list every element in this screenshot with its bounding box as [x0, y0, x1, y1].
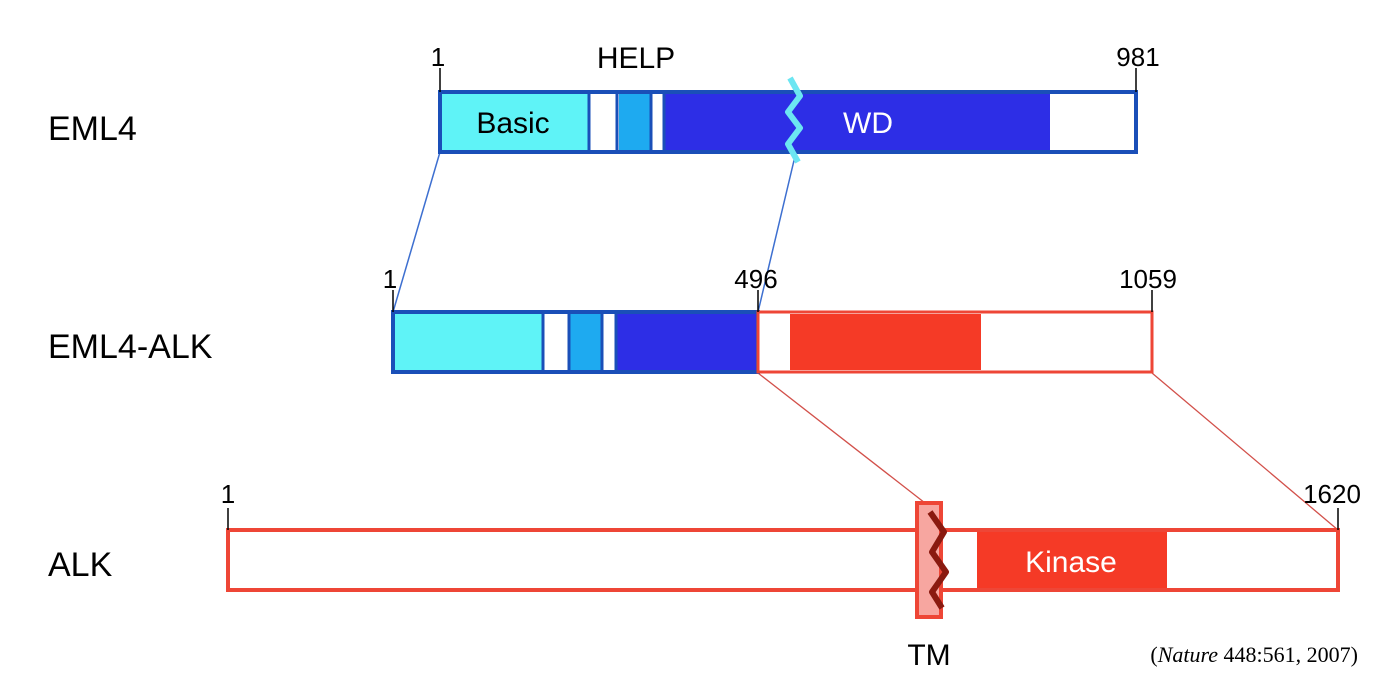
eml4-wd-label: WD [843, 107, 893, 140]
connector-alk-end [1151, 372, 1339, 531]
eml4-end-number: 981 [1116, 42, 1159, 72]
eml4-breakpoint-zigzag [785, 76, 803, 164]
fusion-help-block [570, 314, 601, 370]
citation: (Nature 448:561, 2007) [1150, 642, 1358, 667]
row-label-alk: ALK [48, 546, 113, 584]
eml4-help-label: HELP [597, 42, 675, 75]
eml4-basic-domain [442, 94, 588, 150]
citation-details: 448:561, 2007) [1218, 642, 1358, 667]
fusion-start-number: 1 [383, 264, 397, 294]
eml4-help-block [619, 94, 650, 150]
connector-eml4-start [392, 151, 441, 313]
alk-end-number: 1620 [1303, 479, 1361, 509]
alk-protein-bar [226, 501, 1340, 619]
fusion-wd-part [617, 314, 756, 370]
connector-eml4-break [757, 151, 797, 313]
fusion-junction-number: 496 [734, 264, 777, 294]
connector-alk-tm [757, 372, 926, 504]
alk-tm-label: TM [907, 639, 950, 672]
alk-bar-background [226, 528, 1340, 592]
alk-start-number: 1 [221, 479, 235, 509]
fusion-end-number: 1059 [1119, 264, 1177, 294]
fusion-kinase-domain [790, 314, 981, 370]
eml4-wd-domain [665, 94, 1050, 150]
row-label-eml4: EML4 [48, 110, 137, 148]
fusion-protein-bar [391, 310, 1154, 374]
citation-open: ( [1150, 642, 1157, 667]
citation-journal: Nature [1157, 642, 1219, 667]
alk-breakpoint-zigzag [927, 510, 949, 610]
eml4-basic-label: Basic [476, 107, 549, 140]
eml4-start-number: 1 [431, 42, 445, 72]
eml4-protein-bar [438, 76, 1138, 164]
alk-kinase-domain [977, 532, 1167, 588]
row-label-eml4-alk: EML4-ALK [48, 328, 213, 366]
alk-kinase-label: Kinase [1025, 546, 1117, 579]
fusion-basic-domain [395, 314, 542, 370]
